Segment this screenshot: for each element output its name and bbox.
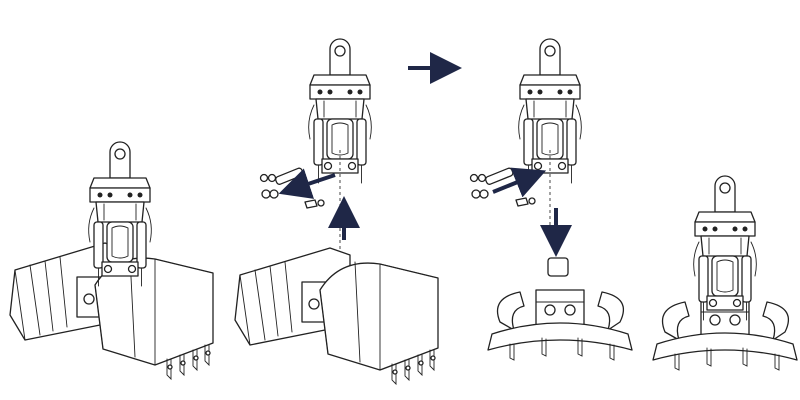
direction-arrow-icon: [492, 167, 547, 198]
direction-arrow-icon: [278, 168, 336, 199]
step-1-clamshell-grab-assembled: [9, 141, 214, 380]
bolt-icon: [515, 197, 536, 207]
pin-set-removed: [259, 166, 305, 199]
bolt-icon: [304, 199, 325, 209]
step-2-rotator-removal: [234, 38, 439, 385]
step-4-orange-peel-assembled: [652, 175, 798, 371]
step-3-rotator-to-orange-peel: [469, 38, 633, 361]
pin-set-inserted: [469, 166, 515, 199]
